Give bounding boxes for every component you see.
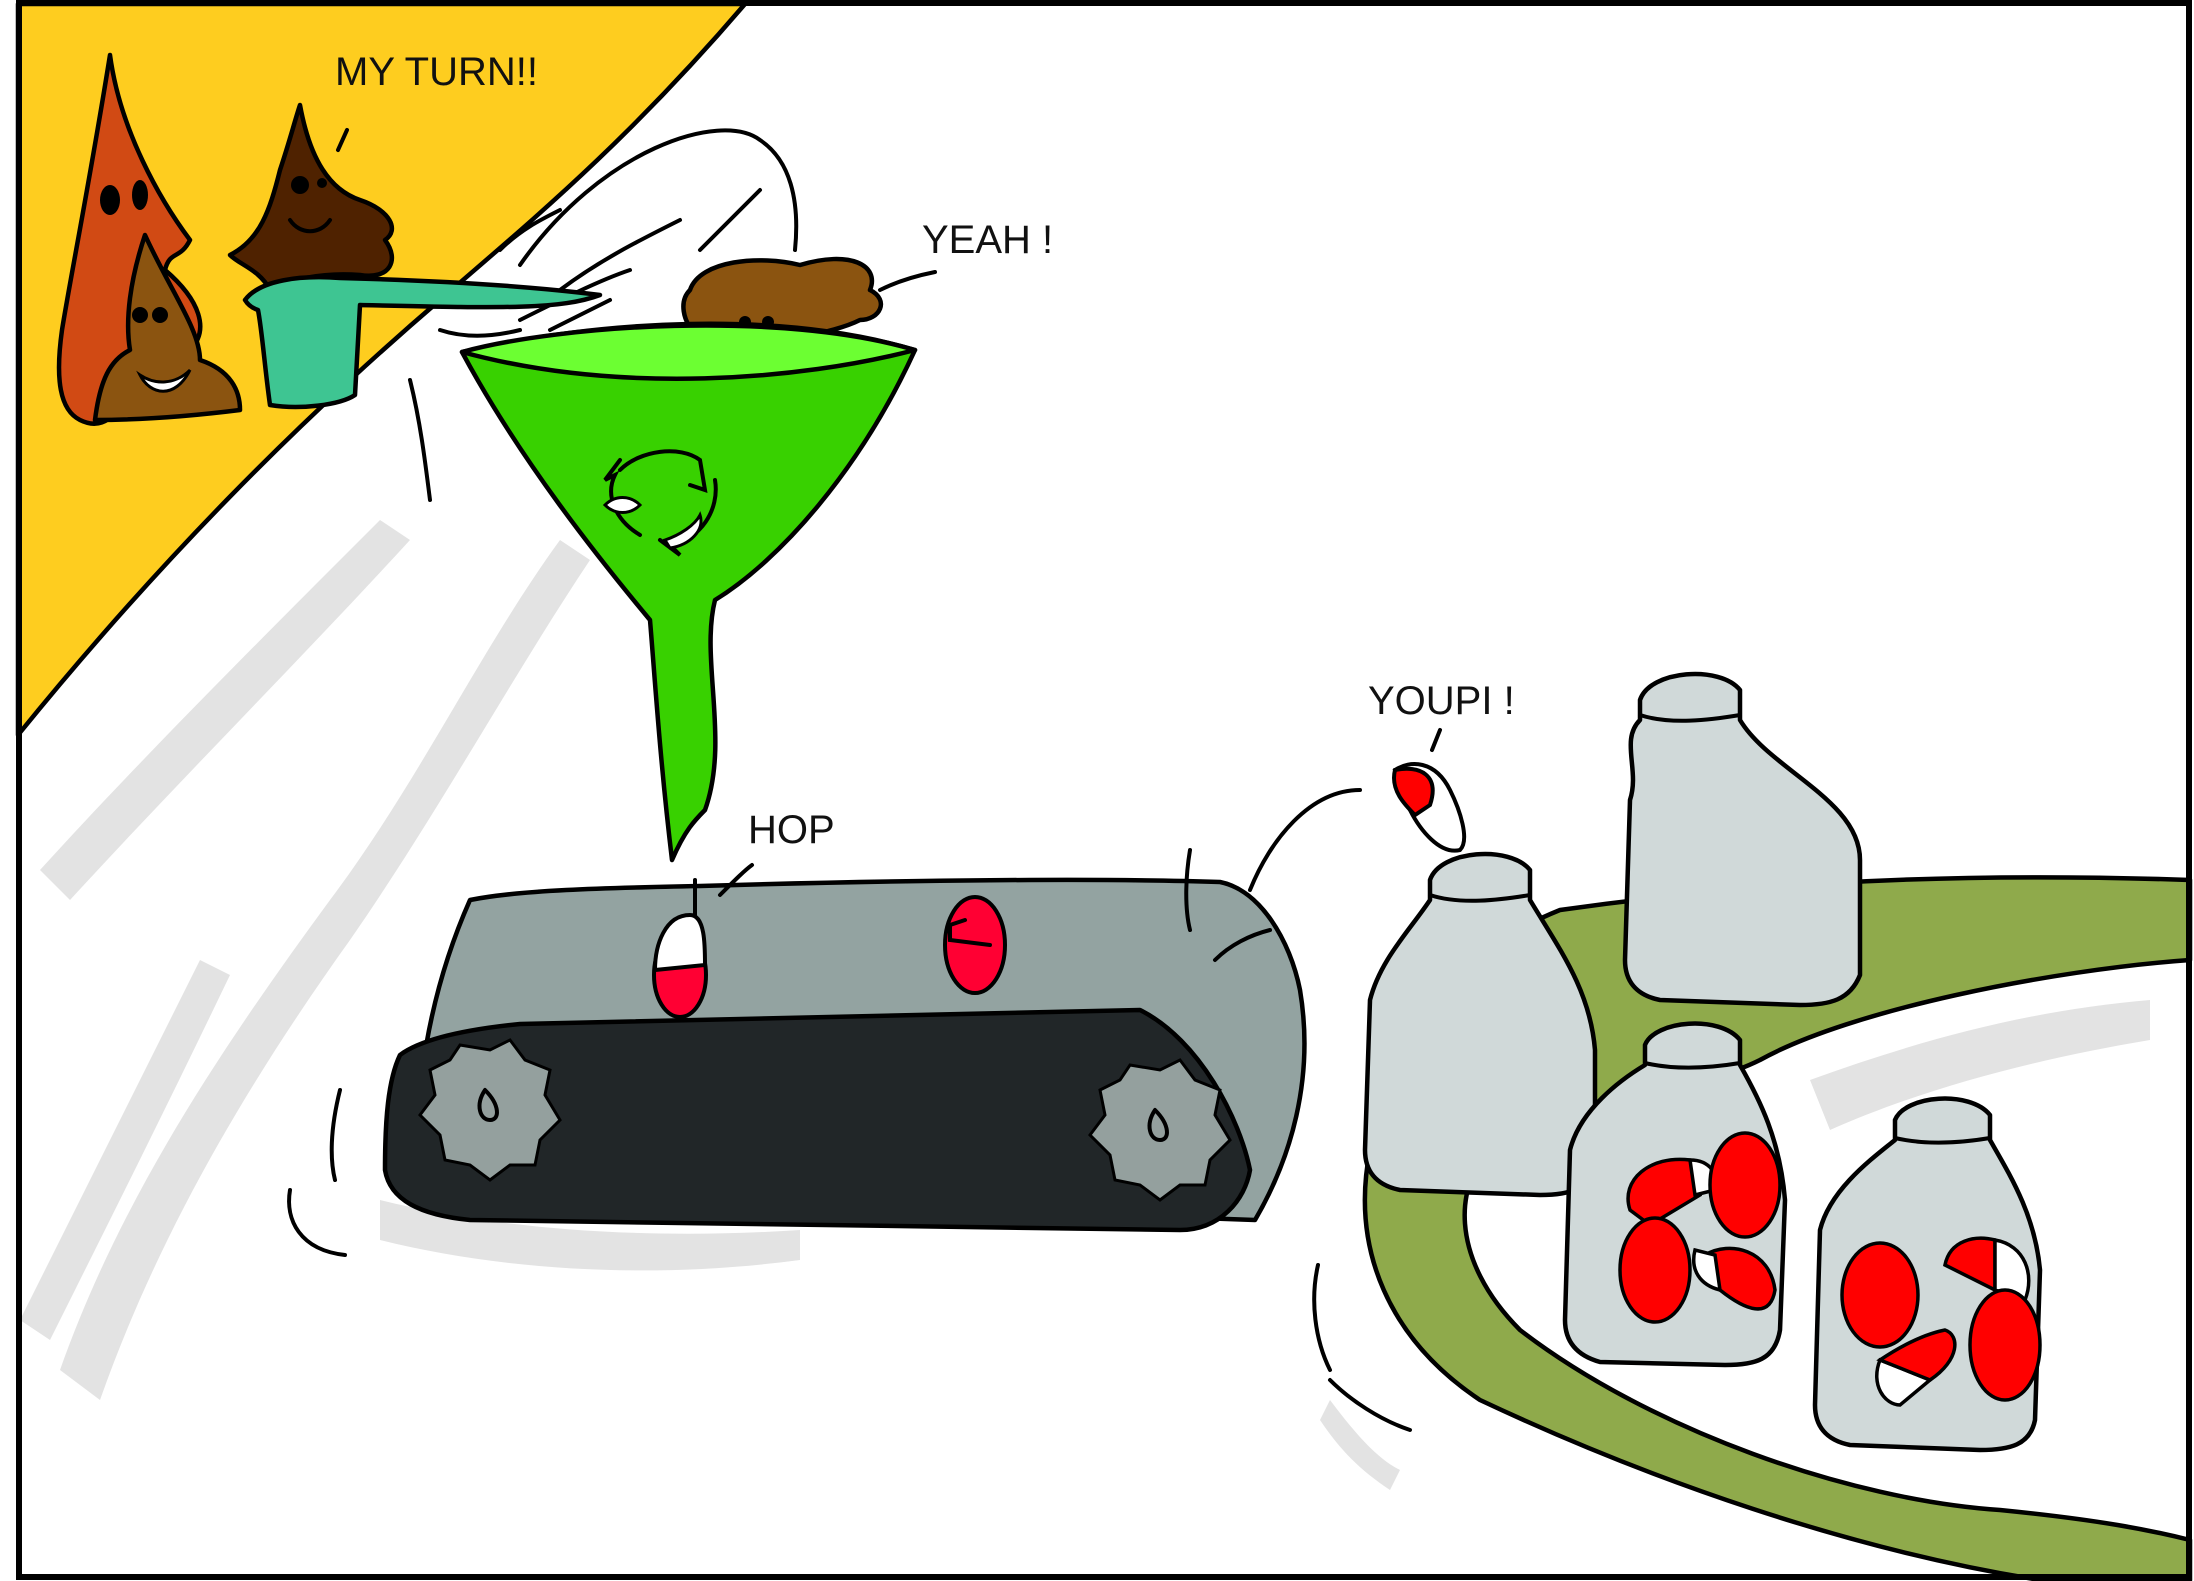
speech-tick	[1430, 728, 1442, 752]
recycle-icon	[602, 449, 718, 557]
panel-border	[16, 0, 2192, 1580]
capsule-icon	[1692, 1246, 1777, 1311]
jar-with-pills	[1562, 1021, 1788, 1368]
speech-tick	[878, 270, 937, 292]
spoon-icon	[242, 274, 603, 410]
capsule-icon	[1943, 1236, 2031, 1303]
yellow-corner	[15, 1, 748, 738]
capsule-icon	[1708, 1131, 1782, 1239]
capsule-icon	[1618, 1216, 1692, 1324]
speech-my-turn: MY TURN!!	[335, 50, 538, 94]
speech-tick	[336, 128, 349, 152]
eye-icon	[317, 178, 327, 188]
jar-with-pills	[1812, 1096, 2043, 1453]
gear-icon	[418, 1038, 562, 1182]
capsule-icon	[652, 878, 708, 1019]
speech-youpi: YOUPI !	[1368, 679, 1515, 723]
motion-lines	[287, 188, 1412, 1432]
capsule-icon	[1840, 1241, 1920, 1349]
poop-character-brown-smiling	[92, 232, 243, 423]
speech-hop: HOP	[748, 808, 835, 852]
eye-icon	[291, 176, 309, 194]
arc-line	[518, 128, 799, 267]
smile	[136, 368, 192, 393]
capsule-icon	[1875, 1328, 1957, 1407]
eye-icon	[132, 307, 148, 323]
hill-shadows	[20, 520, 2150, 1490]
capsule-icon	[943, 895, 1007, 995]
capsule-icon	[1968, 1288, 2042, 1402]
funnel-icon	[459, 321, 918, 863]
conveyor-belt	[382, 788, 1362, 1233]
gear-icon	[1088, 1058, 1232, 1202]
speech-tick	[718, 863, 754, 897]
eye-icon	[100, 185, 120, 215]
eye-icon	[152, 307, 168, 323]
flying-capsule	[1392, 762, 1467, 853]
jar-icon	[1622, 671, 1863, 1008]
speech-yeah: YEAH !	[922, 218, 1053, 262]
eye-icon	[132, 180, 148, 210]
